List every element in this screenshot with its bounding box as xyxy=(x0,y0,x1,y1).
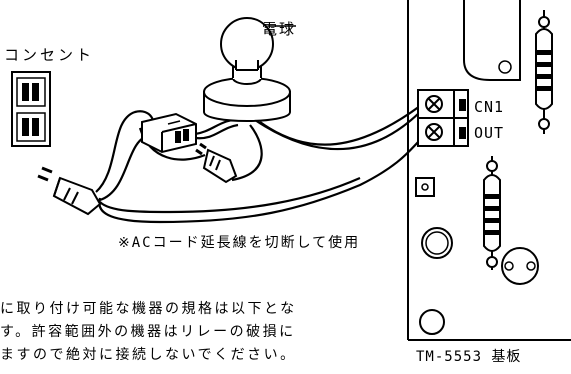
wall-outlet xyxy=(11,71,51,147)
right-plug xyxy=(195,142,238,184)
cord-note: ※ACコード延長線を切断して使用 xyxy=(118,235,361,251)
resistor-top xyxy=(535,10,553,134)
left-plug xyxy=(37,166,102,216)
cn1-label: CN1 xyxy=(474,98,505,116)
spec-text-line-1: に取り付け可能な機器の規格は以下とな xyxy=(0,301,297,317)
spec-text-line-2: す。許容範囲外の機器はリレーの破損に xyxy=(0,324,296,340)
bulb-label: 電球 xyxy=(262,20,297,38)
outlet-label: コンセント xyxy=(4,46,95,64)
board-label: TM-5553 基板 xyxy=(416,349,522,365)
cord-connector xyxy=(141,112,197,154)
out-label: OUT xyxy=(474,124,505,142)
resistor-bottom xyxy=(483,156,501,270)
ac-cords xyxy=(95,105,421,224)
spec-text-line-3: ますので絶対に接続しないでください。 xyxy=(0,347,297,363)
terminal-block xyxy=(417,89,469,147)
light-bulb xyxy=(203,17,296,122)
circuit-board xyxy=(407,0,571,341)
